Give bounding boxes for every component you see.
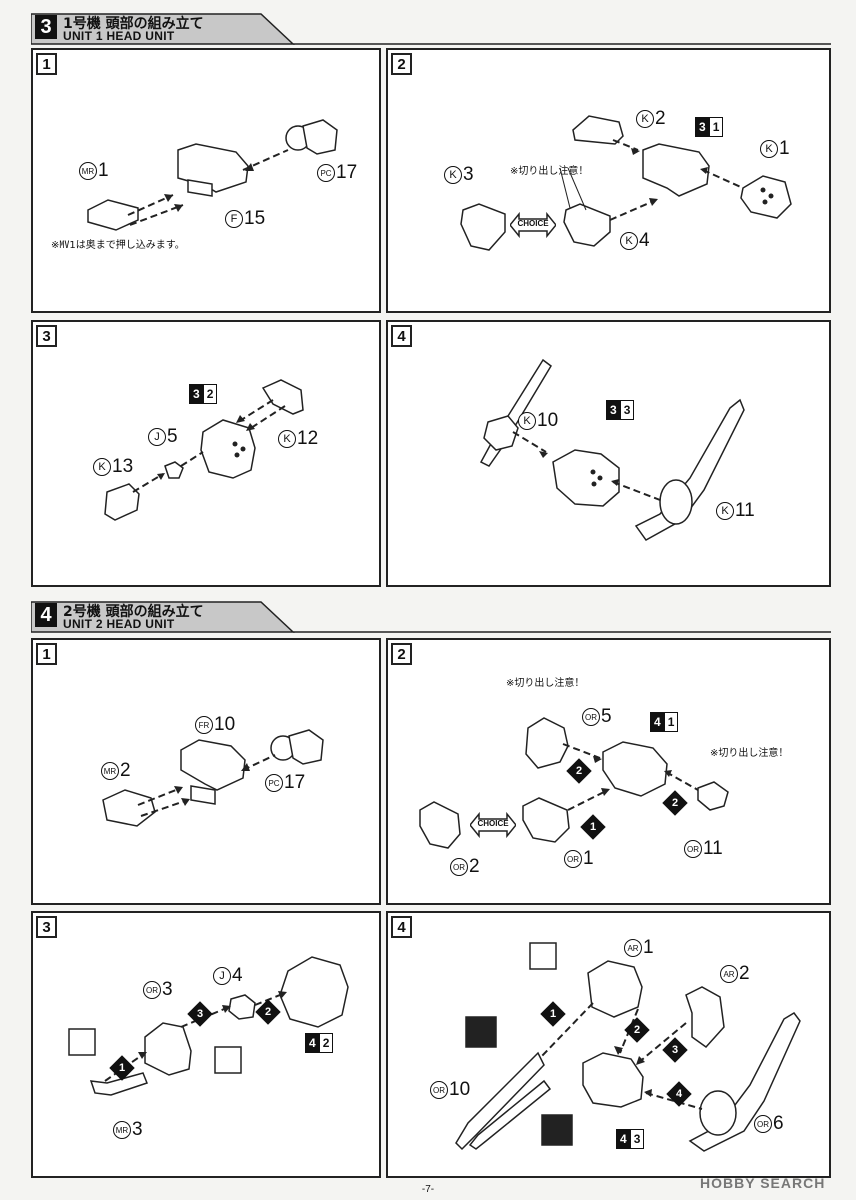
- assembly-illustration: [102, 729, 324, 827]
- panel-number: 2: [391, 53, 412, 75]
- panel-number: 3: [36, 325, 57, 347]
- section-4-header: 4 2号機 頭部の組み立て UNIT 2 HEAD UNIT: [31, 600, 831, 633]
- assembly-illustration: [460, 115, 792, 251]
- panel-number: 2: [391, 643, 412, 665]
- assembly-illustration: [479, 358, 745, 541]
- assembly-illustration: [419, 717, 729, 849]
- watermark: HOBBY SEARCH: [700, 1175, 826, 1191]
- section-number: 4: [35, 603, 57, 627]
- assembly-illustration: [104, 379, 304, 521]
- assembly-note: ※㎹1は奥まで押し込みます。: [51, 240, 185, 251]
- cutting-note: ※切り出し注意！: [506, 678, 585, 689]
- cutting-note: ※切り出し注意！: [710, 748, 789, 759]
- header-tab-shape: [31, 601, 831, 633]
- section-3-header: 3 1号機 頭部の組み立て UNIT 1 HEAD UNIT: [31, 12, 831, 45]
- panel-number: 1: [36, 643, 57, 665]
- choice-arrow: CHOICE: [510, 212, 556, 238]
- page-number: -7-: [421, 1184, 435, 1195]
- cutting-note: ※切り出し注意！: [510, 166, 589, 177]
- panel-number: 1: [36, 53, 57, 75]
- panel-number: 3: [36, 916, 57, 938]
- section-number: 3: [35, 15, 57, 39]
- header-tab-shape: [31, 13, 831, 45]
- assembly-illustration: [87, 119, 338, 231]
- section-title-en: UNIT 2 HEAD UNIT: [63, 617, 175, 631]
- assembly-illustration: [68, 956, 349, 1096]
- panel-number: 4: [391, 325, 412, 347]
- panel-number: 4: [391, 916, 412, 938]
- section-title-jp: 2号機 頭部の組み立て: [63, 604, 204, 620]
- choice-arrow: CHOICE: [470, 812, 516, 838]
- section-title-en: UNIT 1 HEAD UNIT: [63, 29, 175, 43]
- section-title-jp: 1号機 頭部の組み立て: [63, 16, 204, 32]
- assembly-illustration: [455, 942, 801, 1152]
